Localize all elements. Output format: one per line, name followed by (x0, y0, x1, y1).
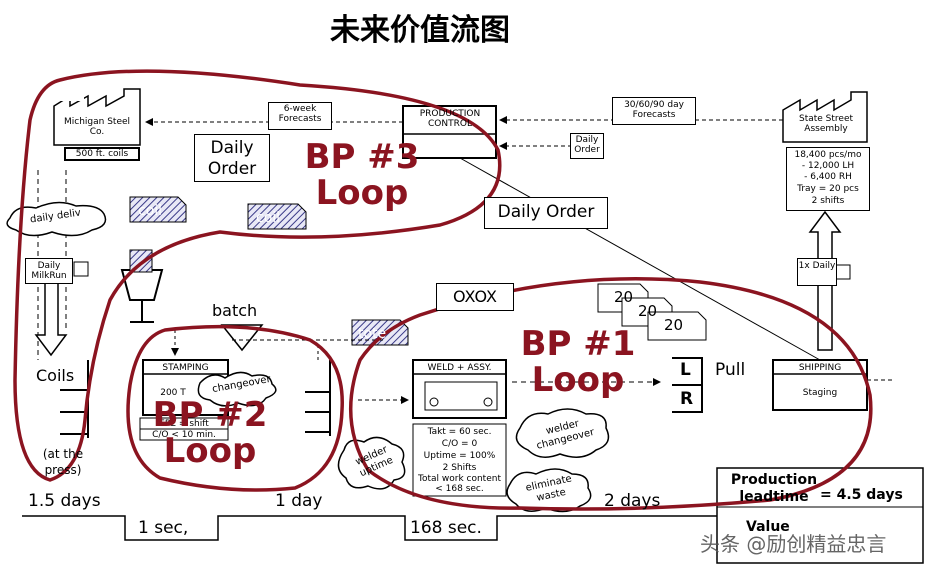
customer-spec-2: - 12,000 LH (801, 161, 855, 171)
production-control-box (402, 105, 497, 159)
supplier-spec: 500 ft. coils (75, 149, 129, 159)
kaizen-burst-changeover (197, 371, 277, 407)
batch-triangle (220, 324, 264, 352)
coil-card-label-1: coil (138, 203, 163, 219)
bp3-loop (13, 69, 502, 482)
lead-time-label: Production leadtime (730, 472, 818, 505)
daily-order-left: Daily Order (207, 138, 257, 180)
kanban-20-a: 20 (614, 288, 634, 306)
customer-name: State Street Assembly (798, 114, 854, 135)
kaizen-burst-eliminate-waste (506, 468, 592, 513)
kaizen-burst-welder-changeover (515, 408, 610, 458)
weld-title: WELD + ASSY. (427, 363, 492, 373)
coils-label: Coils (36, 366, 75, 385)
shipping-box (772, 359, 868, 411)
customer-factory-icon (782, 91, 868, 143)
timeline (22, 515, 720, 541)
customer-forecast: 30/60/90 day Forecasts (624, 100, 684, 121)
timeline-days-1: 1.5 days (28, 491, 101, 511)
timeline-days-3: 2 days (604, 491, 661, 511)
weld-spec-2: C/O = 0 (441, 439, 478, 449)
kanban-card-20-c (647, 311, 707, 341)
bp1-loop-label: BP #1 Loop (520, 324, 636, 400)
at-press-label: (at the press) (42, 447, 84, 477)
customer-spec-1: 18,400 pcs/mo (794, 150, 862, 160)
bp1-loop (348, 277, 873, 511)
page-title: 未来价值流图 (330, 13, 510, 48)
supplier-name: Michigan Steel Co. (63, 117, 131, 138)
weld-spec-5: Total work content < 168 sec. (418, 474, 501, 495)
production-control-label: PRODUCTION CONTROL (419, 109, 481, 130)
kaizen-burst-daily-deliv (6, 201, 107, 237)
weld-spec-3: Uptime = 100% (423, 451, 496, 461)
stamping-spec-2: C/O < 10 min. (152, 430, 216, 440)
lead-time-value: = 4.5 days (820, 487, 903, 503)
coil-kanban-card-2 (247, 203, 307, 230)
timeline-time-1: 1 sec, (138, 518, 189, 538)
info-arrow-4 (459, 157, 821, 361)
supermarket-r: R (680, 389, 694, 409)
coil-card-label-2: coil (256, 210, 281, 226)
watermark: 头条 @励创精益忠言 (700, 532, 887, 556)
coil-kanban-card-1 (129, 196, 187, 223)
daily-order-mid: Daily Order (497, 202, 595, 222)
customer-spec-4: Tray = 20 pcs (797, 184, 859, 194)
one-x-daily-label: 1x Daily (798, 261, 836, 271)
kanban-20-c: 20 (664, 316, 684, 334)
oxox-label: OXOX (452, 287, 498, 306)
supplier-forecast: 6-week Forecasts (278, 104, 322, 125)
customer-spec-3: - 6,400 RH (804, 172, 852, 182)
pull-label: Pull (715, 360, 746, 380)
bp2-loop (126, 324, 344, 492)
kaizen-burst-welder-uptime (337, 436, 406, 490)
shipping-title: SHIPPING (798, 363, 842, 373)
shipping-sub: Staging (802, 388, 838, 398)
customer-spec-5: 2 shifts (811, 196, 845, 206)
timeline-time-2: 168 sec. (410, 518, 482, 538)
stamping-spec-1: EPE = shift (159, 419, 209, 429)
weld-spec-1: Takt = 60 sec. (427, 427, 492, 437)
kanban-20-b: 20 (638, 302, 658, 320)
daily-milkrun-label: Daily MilkRun (31, 261, 67, 282)
bp2-loop-label: BP #2 Loop (152, 395, 268, 471)
supermarket-l: L (680, 360, 691, 380)
bp3-loop-label: BP #3 Loop (304, 137, 420, 213)
weld-spec-4: 2 Shifts (442, 463, 477, 473)
timeline-days-2: 1 day (275, 491, 323, 511)
tote-card-label: tote (358, 326, 387, 342)
stamping-title: STAMPING (162, 363, 209, 373)
daily-order-small: Daily Order (574, 135, 600, 156)
stamping-tonnage: 200 T (160, 388, 186, 398)
batch-label: batch (212, 301, 258, 320)
value-label: Value (746, 519, 790, 535)
